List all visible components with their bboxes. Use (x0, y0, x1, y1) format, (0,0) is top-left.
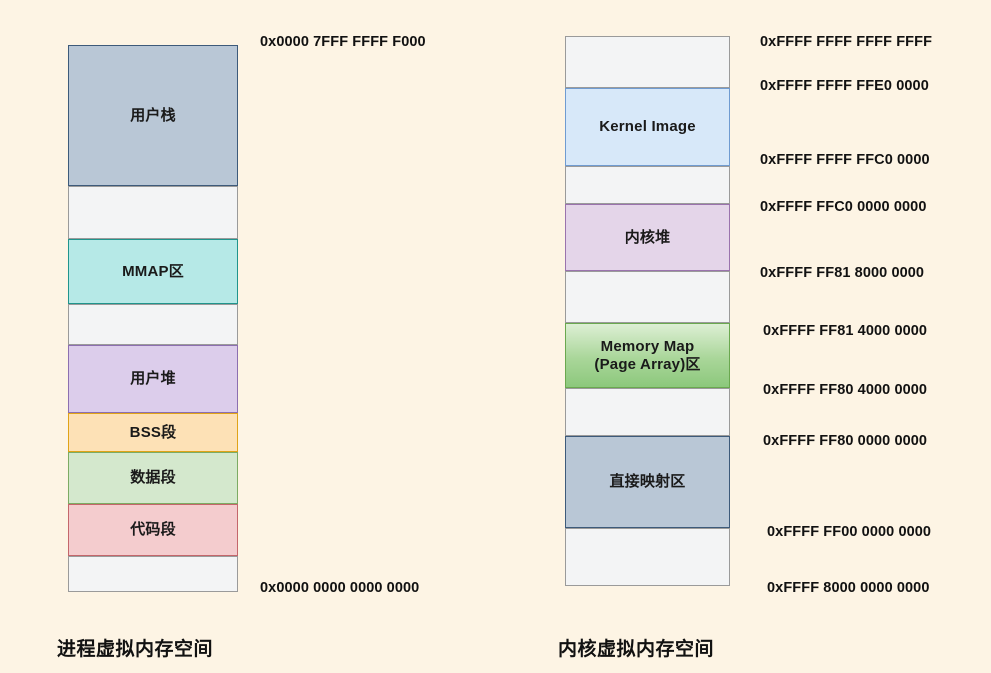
kernel-block-memory-map: Memory Map (Page Array)区 (565, 323, 730, 388)
process-block-gap-1 (68, 186, 238, 239)
process-block-mmap-area: MMAP区 (68, 239, 238, 304)
kernel-block-k-gap-1 (565, 166, 730, 204)
kernel-block-k-gap-3 (565, 388, 730, 436)
process-block-gap-3 (68, 556, 238, 592)
address-k-addr-10: 0xFFFF 8000 0000 0000 (767, 580, 930, 596)
process-block-data-seg: 数据段 (68, 452, 238, 504)
process-block-user-stack: 用户栈 (68, 45, 238, 186)
process-block-text-seg-label: 代码段 (130, 521, 176, 539)
address-proc-top: 0x0000 7FFF FFFF F000 (260, 34, 426, 50)
process-space-caption: 进程虚拟内存空间 (57, 639, 214, 660)
process-block-user-heap-label: 用户堆 (130, 370, 176, 388)
process-block-user-heap: 用户堆 (68, 345, 238, 413)
kernel-block-k-gap-2 (565, 271, 730, 323)
address-k-addr-7: 0xFFFF FF80 4000 0000 (763, 382, 928, 398)
kernel-block-k-gap-top (565, 36, 730, 88)
kernel-block-direct-map: 直接映射区 (565, 436, 730, 528)
address-k-addr-1: 0xFFFF FFFF FFFF FFFF (760, 34, 933, 50)
process-block-text-seg: 代码段 (68, 504, 238, 556)
process-block-data-seg-label: 数据段 (130, 469, 176, 487)
kernel-space-caption: 内核虚拟内存空间 (558, 639, 715, 660)
kernel-block-kernel-image-label: Kernel Image (599, 118, 696, 136)
address-k-addr-9: 0xFFFF FF00 0000 0000 (767, 524, 932, 540)
kernel-block-kernel-heap: 内核堆 (565, 204, 730, 271)
address-k-addr-4: 0xFFFF FFC0 0000 0000 (760, 199, 927, 215)
process-block-mmap-area-label: MMAP区 (122, 262, 184, 280)
address-proc-bottom: 0x0000 0000 0000 0000 (260, 580, 420, 596)
process-block-gap-2 (68, 304, 238, 345)
kernel-block-kernel-image: Kernel Image (565, 88, 730, 166)
address-k-addr-6: 0xFFFF FF81 4000 0000 (763, 323, 928, 339)
kernel-block-k-gap-bottom (565, 528, 730, 586)
process-block-bss-seg-label: BSS段 (129, 423, 177, 441)
address-k-addr-3: 0xFFFF FFFF FFC0 0000 (760, 152, 930, 168)
address-k-addr-8: 0xFFFF FF80 0000 0000 (763, 433, 928, 449)
process-block-bss-seg: BSS段 (68, 413, 238, 452)
kernel-block-direct-map-label: 直接映射区 (609, 473, 686, 491)
kernel-block-kernel-heap-label: 内核堆 (624, 228, 671, 246)
kernel-block-memory-map-label: Memory Map (Page Array)区 (594, 337, 701, 373)
address-k-addr-5: 0xFFFF FF81 8000 0000 (760, 265, 925, 281)
process-block-user-stack-label: 用户栈 (130, 106, 176, 124)
address-k-addr-2: 0xFFFF FFFF FFE0 0000 (760, 78, 929, 94)
